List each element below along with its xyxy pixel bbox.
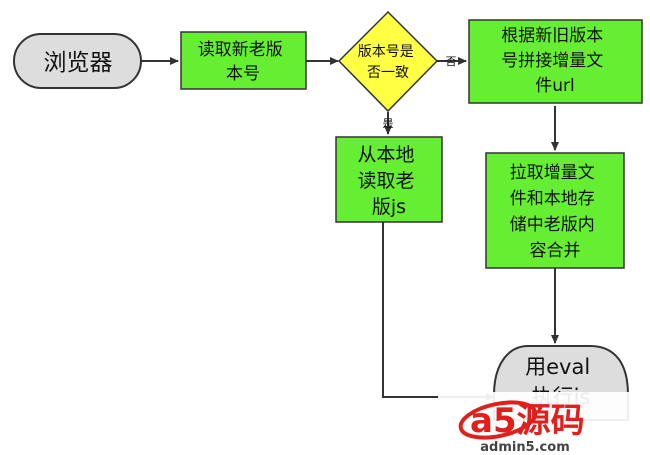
watermark-url: admin5.com: [480, 440, 570, 455]
node-read-shape: [180, 31, 307, 90]
edge-label-no: 否: [446, 55, 457, 68]
watermark-brand: a5源码: [470, 401, 585, 441]
node-url-shape: [468, 19, 643, 104]
node-read-label: 读取新老版 本号: [198, 40, 288, 84]
node-decision-shape: [337, 10, 439, 113]
edge-label-yes: 是: [383, 117, 394, 130]
node-url-label: 根据新旧版本 号拼接增量文 件url: [501, 26, 608, 96]
watermark: a5源码 admin5.com: [438, 392, 650, 455]
watermark-backdrop: [438, 392, 650, 455]
node-fetch-label: 拉取增量文 件和本地存 储中老版内 容合并: [510, 163, 600, 261]
node-decision-label: 版本号是 否一致: [358, 44, 418, 81]
node-local-shape: [335, 136, 443, 223]
node-browser-label: 浏览器: [44, 50, 113, 76]
edge-local-to-eval: [382, 222, 495, 401]
node-fetch-shape: [485, 152, 625, 269]
node-local-label: 从本地 读取老 版js: [357, 144, 420, 218]
node-browser-shape: [13, 33, 142, 89]
watermark-logo-swoosh: [458, 400, 538, 440]
